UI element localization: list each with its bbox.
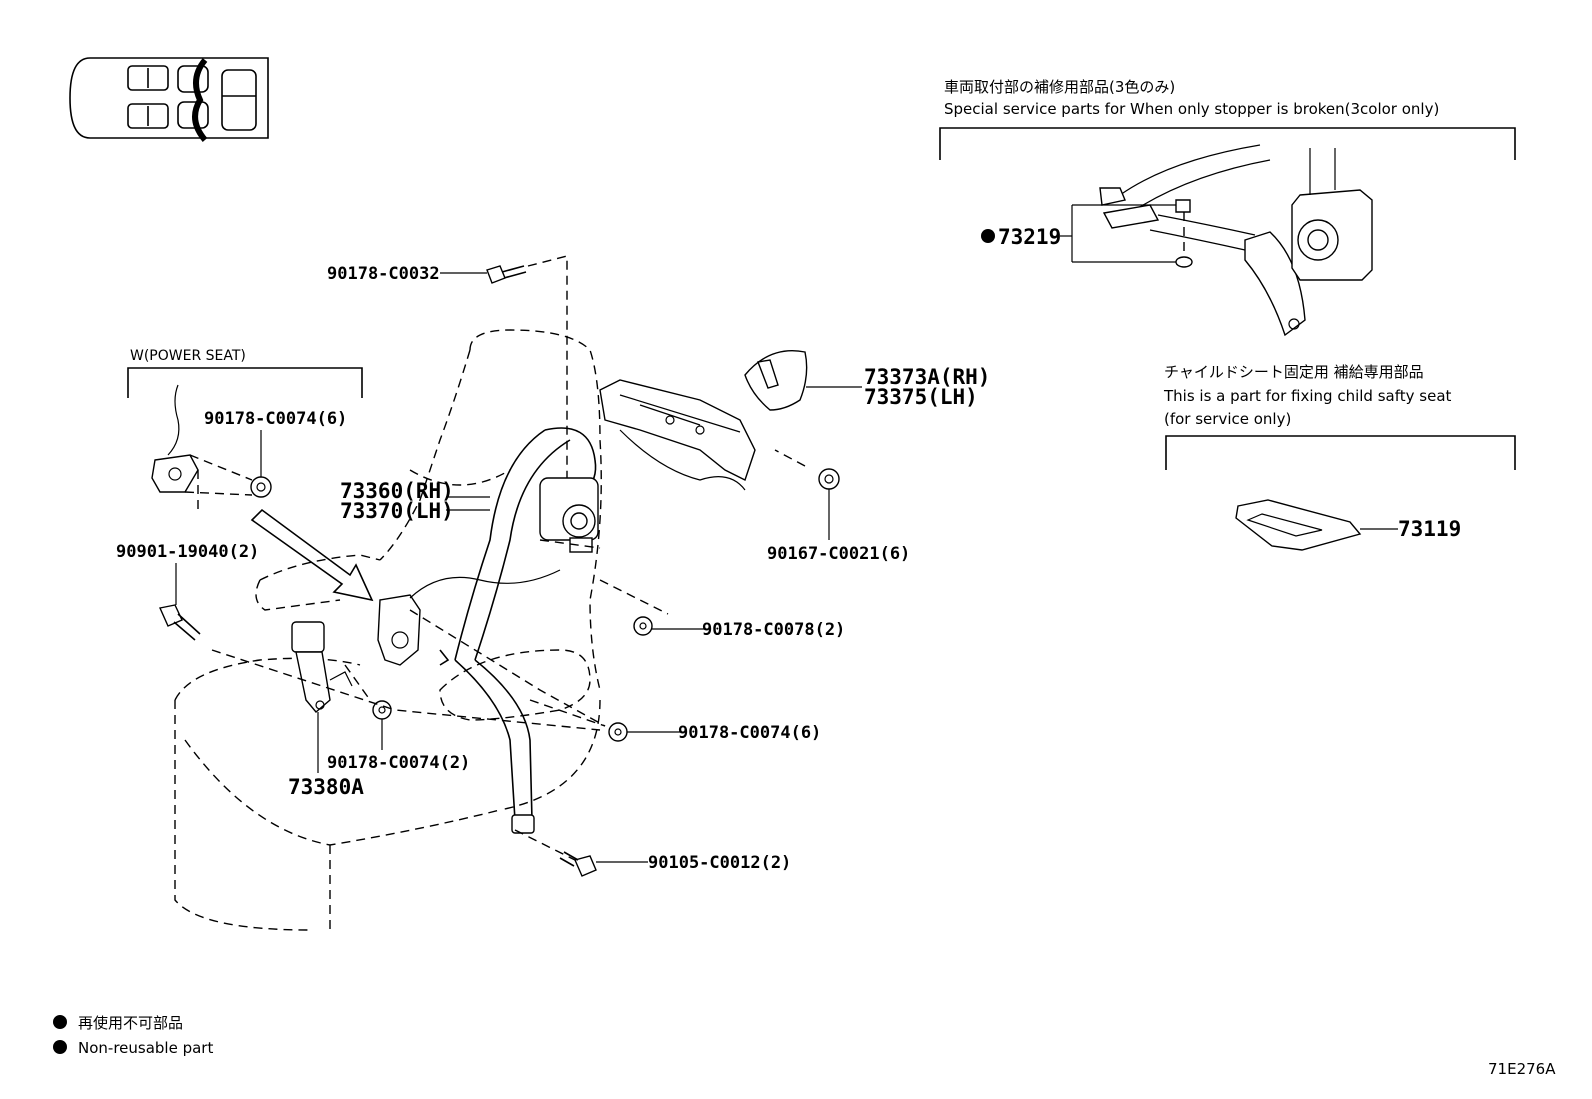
nut-icon-90178-C0074-b: [529, 699, 628, 742]
seat-belt-sensor-assembly: [377, 569, 561, 666]
diagram-id: 71E276A: [1488, 1060, 1556, 1078]
leader-lines: [175, 272, 862, 863]
stopper-title-jp: 車両取付部の補修用部品(3色のみ): [944, 78, 1175, 96]
retractor: [539, 477, 601, 553]
legend-text-en: Non-reusable part: [78, 1039, 213, 1057]
part-label-73373A: 73373A(RH): [864, 365, 990, 389]
bolt-icon-90901-19040: [159, 604, 201, 641]
dashed-assembly-lines: [211, 255, 606, 861]
non-reusable-marker-73219: [981, 229, 995, 243]
part-label-90901-19040: 90901-19040(2): [116, 542, 259, 562]
shoulder-anchor-adjuster: [599, 379, 756, 491]
seat-belt-webbing: [454, 427, 597, 834]
arrow-icon: [250, 508, 374, 602]
buckle-assembly: [291, 621, 353, 713]
bolt-icon-90105-C0012: [559, 851, 597, 877]
seat-position-thumbnail: [69, 57, 269, 142]
power-seat-frame: [127, 367, 363, 398]
part-label-90167-C0021: 90167-C0021(6): [767, 544, 910, 564]
legend-dot-en: [53, 1040, 67, 1054]
part-label-90178-C0074-6b: 90178-C0074(6): [678, 723, 821, 743]
child-seat-title-jp: チャイルドシート固定用 補給専用部品: [1164, 363, 1424, 381]
stopper-assembly: [1099, 144, 1373, 337]
bolt-icon-90178-C0032: [486, 265, 527, 284]
part-label-90178-C0074-6a: 90178-C0074(6): [204, 409, 347, 429]
nut-icon-90178-C0074-a: [250, 476, 272, 498]
nut-icon-90178-C0078: [599, 579, 669, 636]
stopper-title-en: Special service parts for When only stop…: [944, 100, 1439, 118]
part-label-73380A: 73380A: [288, 775, 364, 799]
part-label-73119: 73119: [1398, 517, 1461, 541]
legend-text-jp: 再使用不可部品: [78, 1014, 183, 1032]
seat-outline: [174, 329, 602, 931]
anchor-cover: [744, 350, 808, 411]
part-label-73375: 73375(LH): [864, 385, 978, 409]
child-seat-fixing-plate: [1235, 499, 1398, 551]
part-label-90178-C0074-2: 90178-C0074(2): [327, 753, 470, 773]
part-label-73360: 73360(RH): [340, 479, 454, 503]
bracket-73219: [1060, 204, 1176, 263]
stopper-group-frame: [939, 127, 1516, 160]
child-seat-title-en-2: (for service only): [1164, 410, 1291, 428]
part-label-73370: 73370(LH): [340, 499, 454, 523]
bolt-icon-90167-C0021: [774, 449, 840, 490]
part-label-90178-C0032: 90178-C0032: [327, 264, 440, 284]
part-label-73219: 73219: [998, 225, 1061, 249]
part-label-90105-C0012: 90105-C0012(2): [648, 853, 791, 873]
part-label-90178-C0078: 90178-C0078(2): [702, 620, 845, 640]
power-seat-title: W(POWER SEAT): [130, 348, 246, 364]
legend-dot-jp: [53, 1015, 67, 1029]
child-seat-title-en-1: This is a part for fixing child safty se…: [1163, 387, 1452, 405]
child-seat-group-frame: [1165, 435, 1516, 470]
power-seat-bracket: [151, 384, 253, 510]
